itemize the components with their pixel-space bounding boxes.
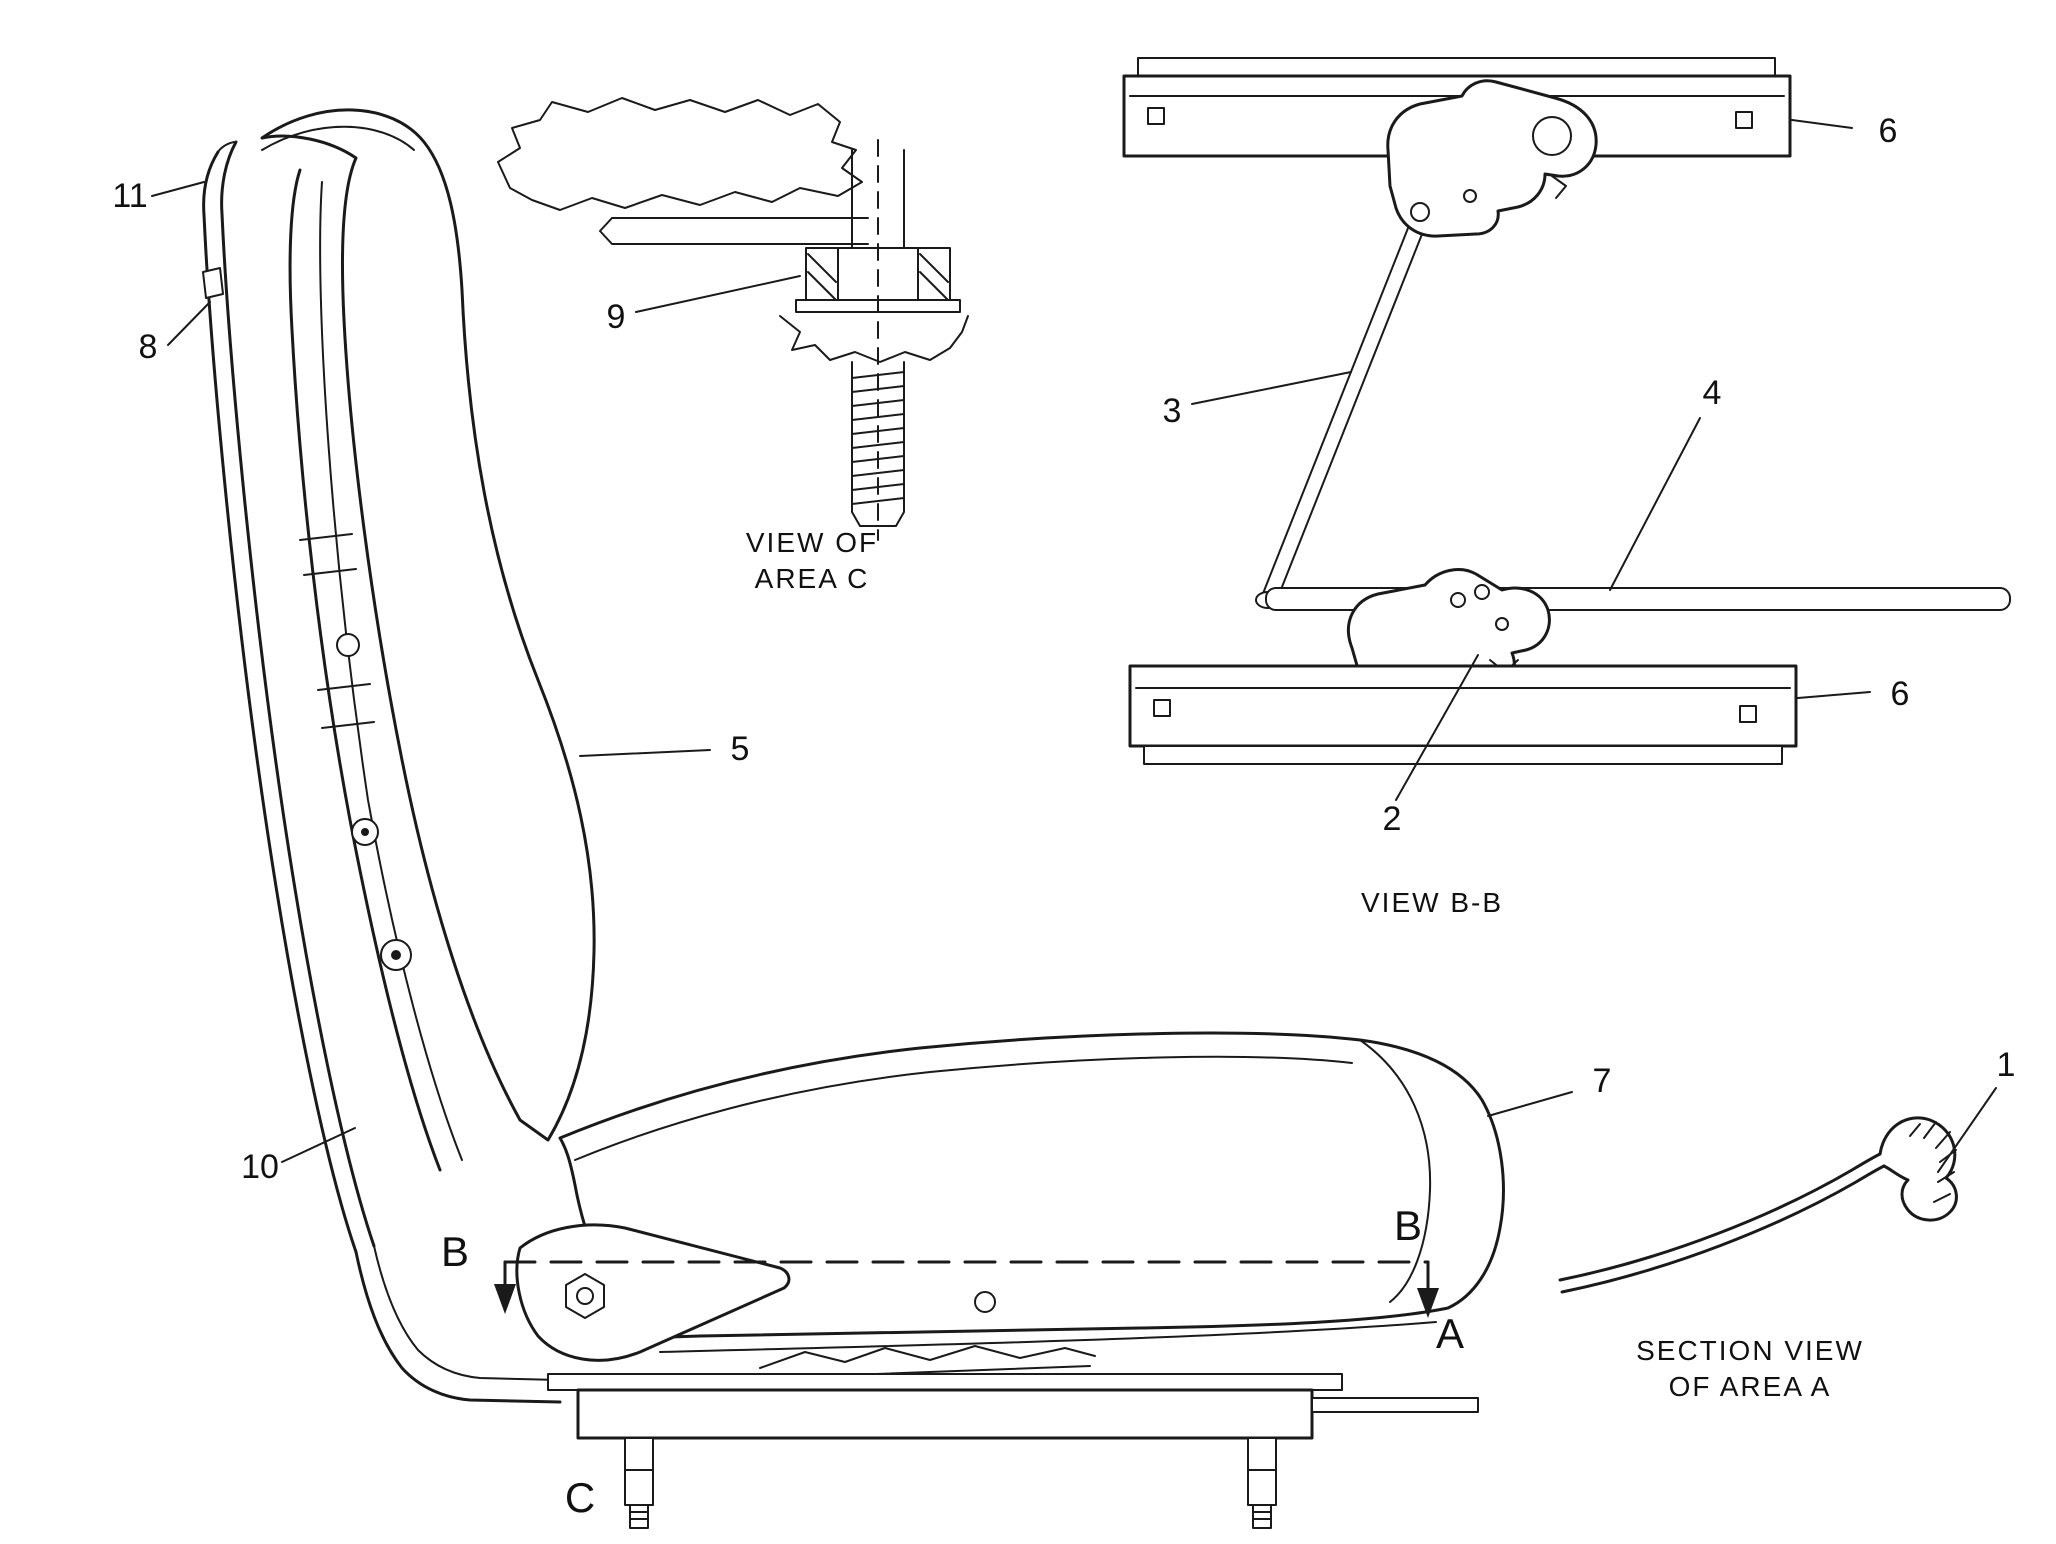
leader-11 [151,181,205,197]
callout-labels: 11 8 9 5 10 7 3 4 6 6 2 1 [112,112,2015,1186]
torn-sheet-blob [497,97,863,211]
frame-rivet-lower-dot [391,950,401,960]
callout-3: 3 [1163,392,1182,430]
back-strip-outer-line [202,150,358,1254]
bracket-arm-lines [599,217,869,245]
leader-4 [1609,417,1701,591]
top-latch-small-hole [1463,189,1477,203]
callout-2: 2 [1383,800,1402,838]
top-rail-hole-right [1735,111,1753,129]
seat-pan-hole [974,1291,996,1313]
seat-cushion-top-seam [574,1055,1353,1161]
section-hook-roll [1878,1116,1958,1222]
hex-bolt-center [576,1287,594,1305]
view-bb-drawing [1122,57,2011,765]
leader-6-bottom [1797,691,1871,699]
leader-7 [1487,1091,1573,1117]
callout-6-bottom: 6 [1891,675,1910,713]
caption-of-area-a: OF AREA A [1669,1371,1832,1402]
seat-side-view-drawing [202,108,1505,1529]
lower-latch-hole-c [1495,617,1509,631]
frame-bottom-outer [354,1250,562,1404]
top-latch-pivot [1410,202,1430,222]
mount-plate [515,1223,791,1362]
base-leg-left [624,1437,654,1506]
lower-latch-hole-a [1450,592,1466,608]
seat-cushion-front-seam [1359,1039,1432,1303]
leader-5 [579,749,711,757]
top-rail-hole-left [1147,107,1165,125]
bolt-shank-upper [851,149,905,249]
base-leg-right-stud [1252,1504,1272,1529]
leader-9 [635,275,801,313]
section-view-area-a-drawing [1558,1116,1958,1294]
top-latch-big-hole [1532,116,1572,156]
back-strip-inner-line [220,140,376,1248]
backrest-cushion-outline [260,108,596,1142]
marker-b-right: B [1394,1202,1422,1249]
frame-hole-upper [336,633,360,657]
hex-bolt [565,1273,605,1319]
leader-6-top [1791,119,1853,129]
section-strip-bottom-edge [1560,1164,1886,1294]
bottom-rail-hole-right [1739,705,1757,723]
base-leg-left-threads [629,1511,649,1520]
frame-bottom-inner [373,1245,561,1381]
base-top-rail [547,1373,1343,1391]
seat-pan-bottom-line [659,1321,1437,1353]
back-strip-top-cap [217,141,237,153]
section-strip-top-edge [1558,1152,1882,1282]
caption-view-bb: VIEW B-B [1361,887,1503,918]
callout-7: 7 [1593,1062,1612,1100]
hex-nut-hatching [807,253,949,301]
leader-8 [167,301,211,346]
frame-rivet-middle-dot [361,828,369,836]
leader-3 [1191,371,1352,405]
section-arrow-right-head [1417,1288,1439,1318]
frame-band-edge-2 [319,181,463,1161]
callout-5: 5 [731,730,750,768]
marker-b-left: B [441,1228,469,1275]
leader-10 [281,1127,356,1163]
section-markers: B B A C [441,1202,1464,1521]
link-rod [1261,207,1431,603]
lower-torn-edge [779,315,969,363]
top-rail-strip [1137,57,1776,77]
view-area-c-drawing [497,97,969,541]
section-arrow-left-head [494,1284,516,1314]
caption-section-view: SECTION VIEW [1636,1335,1864,1366]
back-strip-tab-part8 [202,267,224,299]
base-leg-right-threads [1252,1511,1272,1520]
base-main-rail [576,1388,1314,1440]
caption-area-c: AREA C [755,563,870,594]
base-leg-right [1247,1437,1277,1506]
callout-1: 1 [1997,1046,2016,1084]
frame-division-lines [299,533,375,729]
callout-leader-lines [151,119,1997,1173]
hex-nut-facets [837,247,919,301]
callout-6-top: 6 [1879,112,1898,150]
marker-c: C [565,1474,595,1521]
callout-9: 9 [607,298,626,336]
lower-latch-hole-b [1474,584,1490,600]
backrest-headrest-seam [261,125,415,151]
bottom-rail-strip [1143,745,1783,765]
caption-view-of: VIEW OF [746,527,878,558]
view-captions: VIEW OF AREA C VIEW B-B SECTION VIEW OF … [746,527,1864,1402]
callout-11: 11 [112,177,147,215]
bottom-rail-hole-left [1153,699,1171,717]
section-hook-hatching [1909,1121,1957,1203]
callout-8: 8 [139,328,158,366]
callout-10: 10 [241,1148,279,1186]
marker-a: A [1436,1310,1464,1357]
frame-band-edge [288,168,442,1172]
callout-4: 4 [1703,374,1722,412]
leader-2 [1395,654,1479,801]
bottom-rail-body [1128,664,1798,748]
base-leg-left-stud [629,1504,649,1529]
base-right-extension [1311,1397,1479,1413]
top-latch-notch [1551,175,1567,199]
leader-1 [1937,1087,1997,1173]
